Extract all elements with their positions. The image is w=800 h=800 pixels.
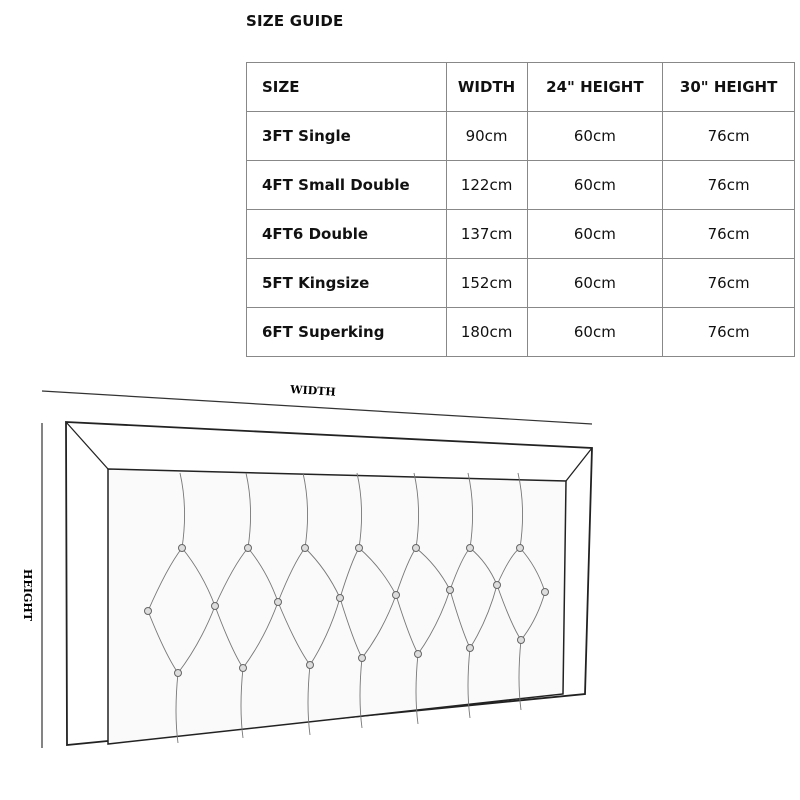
tuft-fold	[147, 547, 183, 612]
tuft-fold	[245, 472, 252, 549]
tuft-button-icon	[174, 669, 182, 677]
tuft-button-icon	[517, 636, 525, 644]
cell-24-height: 60cm	[526, 258, 664, 308]
tuft-fold	[175, 672, 179, 744]
table-header-row: SIZE WIDTH 24" HEIGHT 30" HEIGHT	[246, 62, 795, 112]
tufting	[144, 472, 549, 744]
tuft-fold	[469, 584, 498, 649]
tuft-fold	[520, 591, 546, 641]
tuft-button-icon	[336, 594, 344, 602]
tuft-fold	[307, 664, 311, 736]
header-width: WIDTH	[445, 62, 528, 112]
cell-width: 90cm	[445, 111, 528, 161]
tuft-button-icon	[144, 607, 152, 615]
cell-24-height: 60cm	[526, 307, 664, 357]
cell-30-height: 76cm	[662, 307, 795, 357]
cell-size: 5FT Kingsize	[246, 258, 447, 308]
cell-24-height: 60cm	[526, 111, 664, 161]
tuft-fold	[177, 605, 216, 674]
cell-30-height: 76cm	[662, 258, 795, 308]
frame-corner-tr	[565, 447, 593, 482]
tuft-fold	[413, 472, 420, 549]
tuft-fold	[247, 547, 279, 603]
tuft-button-icon	[493, 581, 501, 589]
tuft-button-icon	[178, 544, 186, 552]
tuft-fold	[467, 472, 474, 549]
tuft-button-icon	[446, 586, 454, 594]
tuft-fold	[181, 547, 216, 607]
tuft-button-icon	[358, 654, 366, 662]
tuft-button-icon	[239, 664, 247, 672]
tuft-fold	[518, 639, 522, 711]
cell-size: 3FT Single	[246, 111, 447, 161]
tuft-button-icon	[274, 598, 282, 606]
cell-30-height: 76cm	[662, 111, 795, 161]
table-row: 6FT Superking 180cm 60cm 76cm	[246, 307, 795, 357]
tuft-button-icon	[392, 591, 400, 599]
tuft-fold	[356, 472, 363, 549]
tuft-button-icon	[301, 544, 309, 552]
tuft-fold	[517, 472, 524, 549]
tuft-fold	[417, 589, 451, 655]
width-dimension-line	[41, 390, 593, 425]
tuft-fold	[179, 472, 186, 549]
tuft-fold	[214, 605, 244, 669]
header-24-height: 24" HEIGHT	[526, 62, 664, 112]
table-row: 5FT Kingsize 152cm 60cm 76cm	[246, 258, 795, 308]
tuft-fold	[302, 472, 309, 549]
size-table: SIZE WIDTH 24" HEIGHT 30" HEIGHT 3FT Sin…	[246, 62, 795, 357]
tuft-fold	[309, 597, 341, 666]
header-30-height: 30" HEIGHT	[662, 62, 795, 112]
tuft-button-icon	[355, 544, 363, 552]
cell-width: 122cm	[445, 160, 528, 210]
tuft-button-icon	[466, 544, 474, 552]
tuft-fold	[519, 547, 546, 593]
tuft-button-icon	[541, 588, 549, 596]
cell-30-height: 76cm	[662, 160, 795, 210]
tuft-fold	[242, 601, 279, 669]
tuft-fold	[415, 653, 419, 725]
width-label: WIDTH	[289, 383, 336, 399]
tuft-fold	[304, 547, 341, 599]
tuft-button-icon	[306, 661, 314, 669]
tuft-fold	[415, 547, 451, 591]
tuft-button-icon	[466, 644, 474, 652]
cell-24-height: 60cm	[526, 160, 664, 210]
tuft-fold	[467, 647, 471, 719]
table-row: 3FT Single 90cm 60cm 76cm	[246, 111, 795, 161]
cell-24-height: 60cm	[526, 209, 664, 259]
tuft-fold	[277, 601, 311, 666]
header-size: SIZE	[246, 62, 447, 112]
tuft-button-icon	[211, 602, 219, 610]
tuft-fold	[147, 610, 179, 674]
cell-size: 6FT Superking	[246, 307, 447, 357]
cell-width: 180cm	[445, 307, 528, 357]
size-guide-title: SIZE GUIDE	[246, 12, 344, 30]
cell-width: 137cm	[445, 209, 528, 259]
frame-corner-tl	[65, 421, 109, 470]
cell-30-height: 76cm	[662, 209, 795, 259]
tuft-button-icon	[244, 544, 252, 552]
height-label: HEIGHT	[21, 569, 34, 622]
tuft-fold	[359, 657, 363, 729]
tuft-fold	[240, 667, 244, 739]
tuft-fold	[361, 594, 397, 659]
tuft-button-icon	[412, 544, 420, 552]
tuft-button-icon	[516, 544, 524, 552]
tuft-fold	[358, 547, 397, 596]
tuft-fold	[214, 547, 249, 607]
tuft-button-icon	[414, 650, 422, 658]
